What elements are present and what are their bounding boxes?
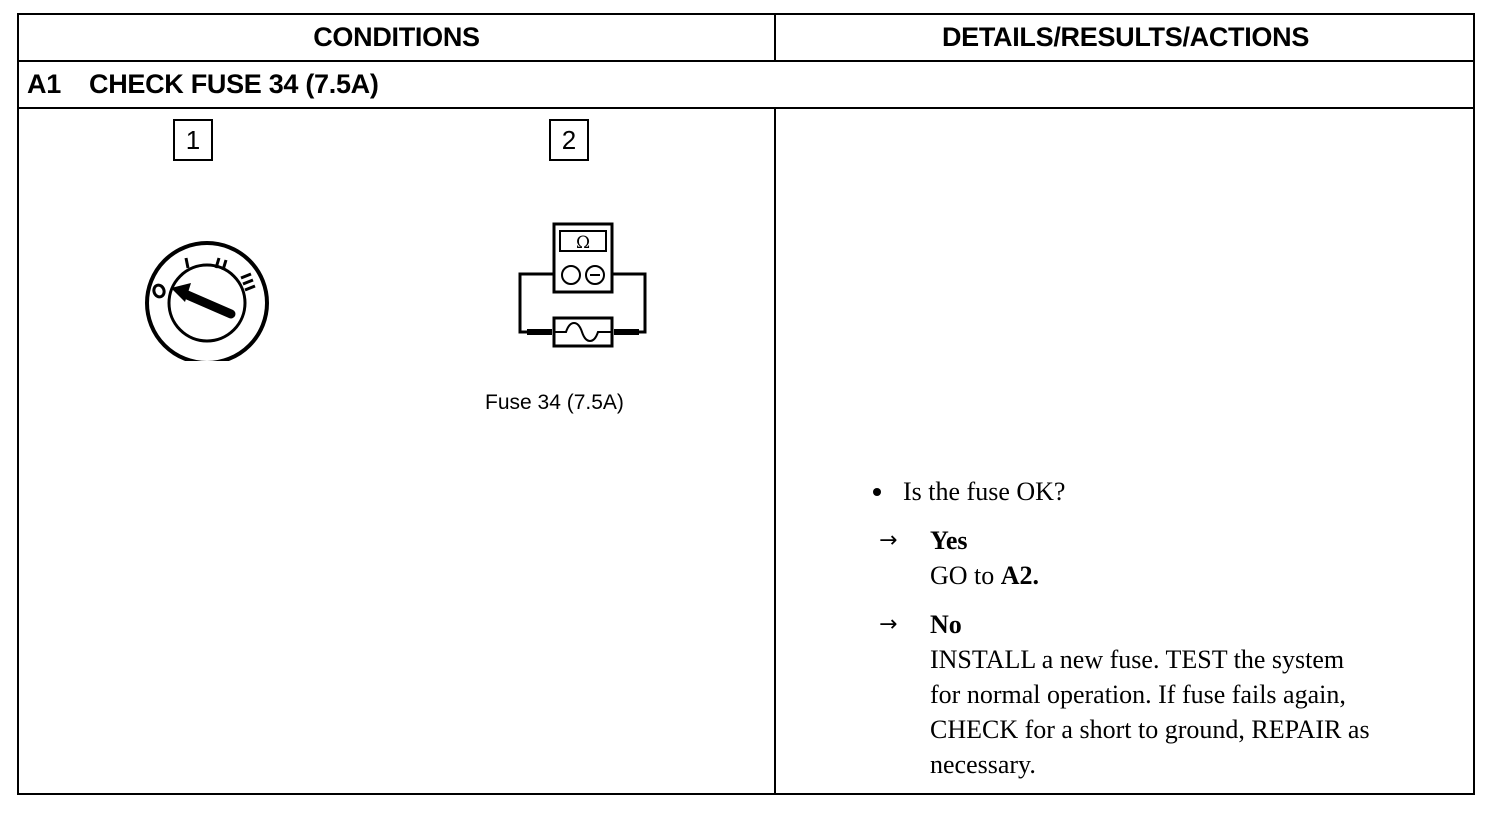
answer-no-action-line: necessary. [930, 750, 1036, 779]
diagnostic-table: CONDITIONS DETAILS/RESULTS/ACTIONS A1 CH… [17, 13, 1475, 795]
fuse-element [554, 322, 612, 342]
arrow-right-icon: → [879, 612, 898, 637]
ignition-position-1-mark [184, 257, 190, 269]
ohm-symbol: Ω [576, 233, 590, 253]
ignition-position-3-mark [244, 284, 256, 292]
column-divider-body [774, 109, 776, 793]
meter-terminal-negative [585, 265, 605, 285]
arrow-right-icon: → [879, 528, 898, 553]
bullet-icon [873, 488, 881, 496]
question-text: Is the fuse OK? [903, 477, 1066, 506]
table-header: CONDITIONS DETAILS/RESULTS/ACTIONS [19, 15, 1473, 62]
ignition-arrow [171, 283, 191, 302]
details-cell: Is the fuse OK? → Yes GO to A2. → No INS… [776, 109, 1473, 793]
step-number-1: 1 [173, 119, 213, 161]
answer-yes-label: Yes [930, 526, 968, 555]
answer-no: → No INSTALL a new fuse. TEST the system… [871, 607, 1471, 782]
answer-yes-action: GO to A2. [930, 558, 1471, 593]
step-id: A1 [27, 69, 61, 99]
conditions-cell: 1 2 Ω Fus [19, 109, 774, 793]
fuse-caption: Fuse 34 (7.5A) [485, 391, 624, 414]
answer-no-action-line: CHECK for a short to ground, REPAIR as [930, 715, 1370, 744]
step-title: CHECK FUSE 34 (7.5A) [89, 69, 379, 99]
answer-yes-action-prefix: GO to [930, 561, 1001, 590]
question-line: Is the fuse OK? [871, 474, 1471, 509]
step-number-2: 2 [549, 119, 589, 161]
conditions-header: CONDITIONS [313, 22, 480, 52]
column-divider-header [774, 15, 776, 62]
step-title-row: A1 CHECK FUSE 34 (7.5A) [19, 62, 1473, 109]
ignition-position-0-mark [152, 283, 166, 299]
answer-no-action-line: for normal operation. If fuse fails agai… [930, 680, 1346, 709]
answer-no-action-line: INSTALL a new fuse. TEST the system [930, 645, 1345, 674]
answer-yes-action-target: A2. [1000, 561, 1040, 590]
ohmmeter-fuse-icon: Ω [518, 222, 647, 348]
answer-yes: → Yes GO to A2. [871, 523, 1471, 593]
ignition-position-2-mark [221, 259, 228, 271]
ignition-switch-icon [145, 241, 269, 361]
meter-terminal-positive [561, 265, 581, 285]
results-block: Is the fuse OK? → Yes GO to A2. → No INS… [871, 474, 1471, 782]
details-header: DETAILS/RESULTS/ACTIONS [941, 22, 1310, 52]
answer-no-label: No [930, 610, 962, 639]
